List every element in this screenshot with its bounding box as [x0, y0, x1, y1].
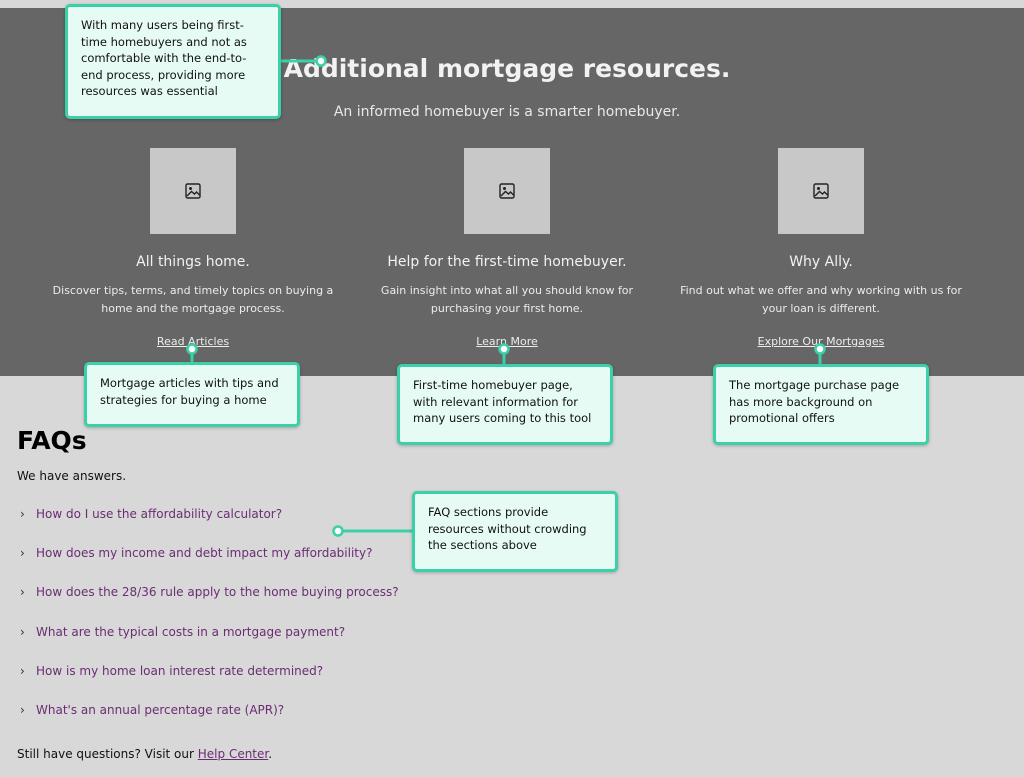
annotation-first-time: First-time homebuyer page, with relevant… [397, 364, 613, 445]
footer-suffix: . [268, 747, 273, 761]
annotation-mortgage: The mortgage purchase page has more back… [713, 364, 929, 445]
image-icon [499, 183, 515, 199]
chevron-right-icon: › [20, 703, 25, 717]
faq-question: How does the 28/36 rule apply to the hom… [36, 585, 399, 599]
card-image-placeholder [464, 148, 550, 234]
image-icon [185, 183, 201, 199]
read-articles-link[interactable]: Read Articles [156, 335, 230, 348]
faq-item-apr[interactable]: › What's an annual percentage rate (APR)… [20, 703, 284, 717]
annotation-articles: Mortgage articles with tips and strategi… [84, 362, 300, 427]
faq-subtitle: We have answers. [17, 469, 127, 483]
faq-item-income-debt[interactable]: › How does my income and debt impact my … [20, 546, 372, 560]
resource-card-why-ally: Why Ally. Find out what we offer and why… [671, 148, 971, 348]
faq-question: How do I use the affordability calculato… [36, 507, 283, 521]
faq-item-affordability-calculator[interactable]: › How do I use the affordability calcula… [20, 507, 282, 521]
section-title: Additional mortgage resources. [283, 54, 731, 83]
top-strip [0, 0, 1024, 8]
resources-section: Additional mortgage resources. An inform… [0, 8, 1024, 376]
help-footer: Still have questions? Visit our Help Cen… [17, 747, 272, 761]
help-center-link[interactable]: Help Center [197, 747, 269, 761]
explore-mortgages-link[interactable]: Explore Our Mortgages [757, 335, 885, 348]
faq-item-mortgage-costs[interactable]: › What are the typical costs in a mortga… [20, 625, 345, 639]
resource-card-articles: All things home. Discover tips, terms, a… [43, 148, 343, 348]
learn-more-link[interactable]: Learn More [476, 335, 538, 348]
resource-card-first-time: Help for the first-time homebuyer. Gain … [357, 148, 657, 348]
section-subtitle: An informed homebuyer is a smarter homeb… [333, 104, 681, 120]
image-icon [813, 183, 829, 199]
card-title: All things home. [136, 254, 250, 270]
card-image-placeholder [150, 148, 236, 234]
chevron-right-icon: › [20, 664, 25, 678]
annotation-faq: FAQ sections provide resources without c… [412, 491, 618, 572]
faq-item-interest-rate[interactable]: › How is my home loan interest rate dete… [20, 664, 323, 678]
faq-question: What's an annual percentage rate (APR)? [36, 703, 285, 717]
faq-item-28-36-rule[interactable]: › How does the 28/36 rule apply to the h… [20, 585, 399, 599]
faq-question: How does my income and debt impact my af… [36, 546, 373, 560]
chevron-right-icon: › [20, 585, 25, 599]
card-title: Why Ally. [789, 254, 853, 270]
faq-title: FAQs [17, 426, 87, 455]
annotation-resources: With many users being first-time homebuy… [65, 4, 281, 119]
card-description: Gain insight into what all you should kn… [380, 284, 634, 315]
card-description: Discover tips, terms, and timely topics … [52, 284, 334, 315]
card-image-placeholder [778, 148, 864, 234]
card-title: Help for the first-time homebuyer. [387, 254, 627, 270]
card-description: Find out what we offer and why working w… [680, 284, 962, 315]
chevron-right-icon: › [20, 546, 25, 560]
faq-question: How is my home loan interest rate determ… [36, 664, 324, 678]
faq-question: What are the typical costs in a mortgage… [36, 625, 346, 639]
footer-prefix: Still have questions? Visit our [17, 747, 198, 761]
chevron-right-icon: › [20, 507, 25, 521]
chevron-right-icon: › [20, 625, 25, 639]
